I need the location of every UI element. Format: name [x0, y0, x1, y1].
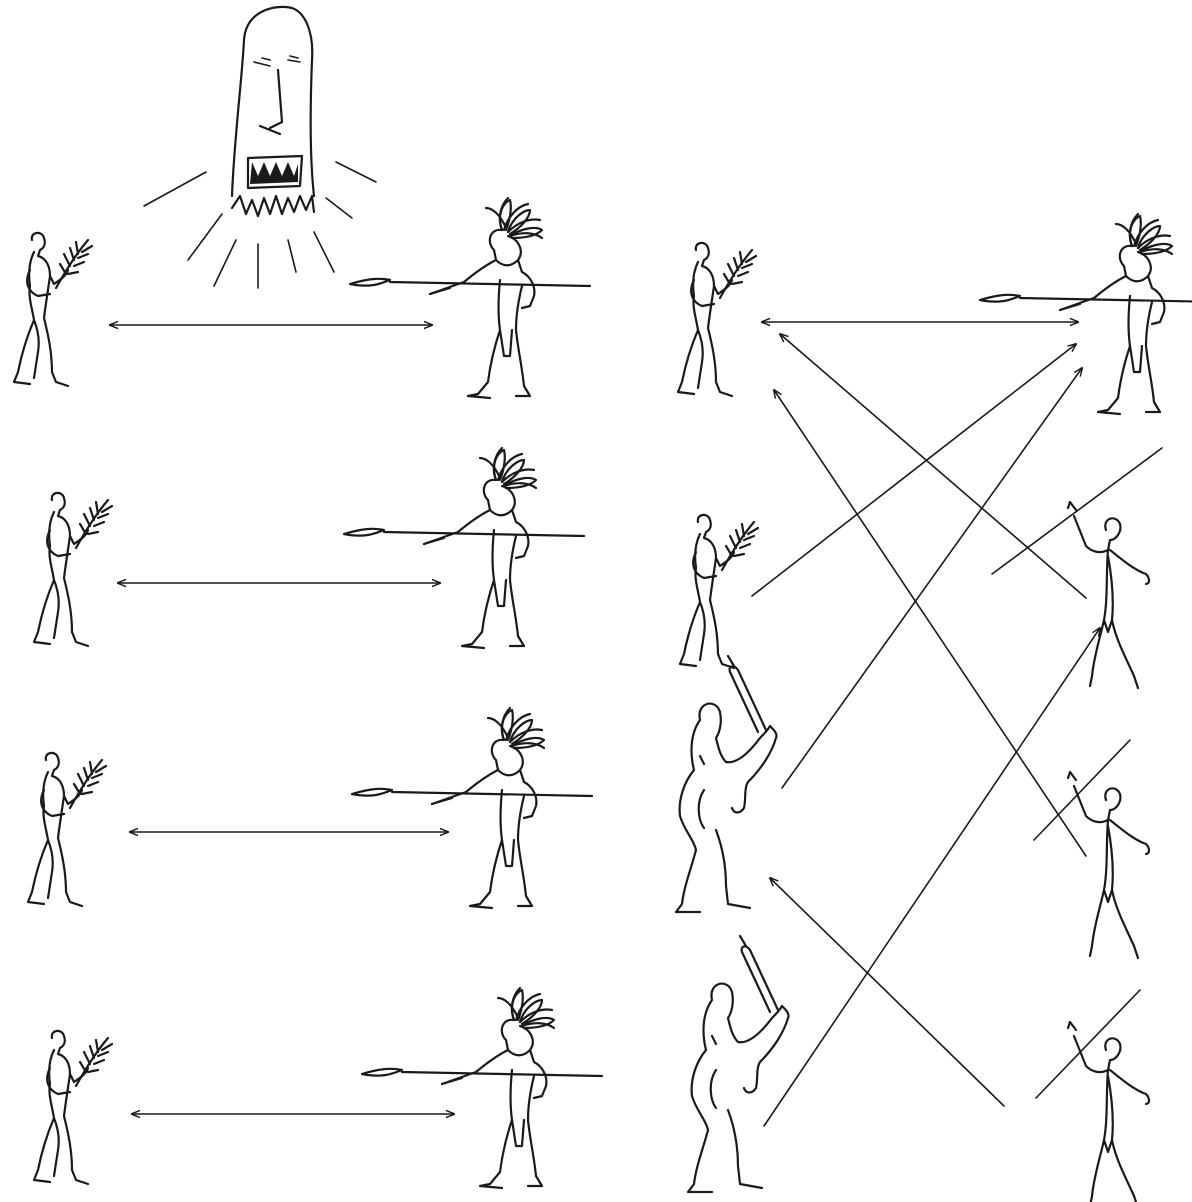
arrow: [764, 628, 1100, 1126]
spear-warrior-icon: [362, 988, 602, 1188]
arrow: [774, 390, 1086, 856]
pair-2: [34, 448, 584, 648]
spear-warrior-icon: [344, 448, 584, 648]
stone-idol-head-icon: [144, 7, 376, 288]
farmer-with-grain-icon: [14, 233, 92, 386]
woman-with-club-icon: [676, 656, 777, 912]
farmer-with-grain-icon: [34, 1031, 112, 1184]
spear-warrior-icon: [980, 214, 1192, 414]
spear-warrior-icon: [352, 708, 592, 908]
connection-arrows: [752, 322, 1100, 1126]
arrow: [752, 344, 1076, 596]
farmer-with-grain-icon: [28, 753, 106, 906]
spear-thrower-icon: [1068, 1022, 1149, 1202]
farmer-with-grain-icon: [680, 515, 758, 668]
pair-4: [34, 988, 602, 1188]
pair-3: [28, 708, 592, 908]
spear-warrior-icon: [350, 198, 590, 398]
farmer-with-grain-icon: [678, 243, 756, 396]
woman-with-club-icon: [688, 936, 789, 1192]
left-pairs: [14, 198, 602, 1188]
spear-thrower-icon: [1068, 502, 1149, 688]
pair-1: [14, 198, 590, 398]
right-network: [676, 214, 1192, 1202]
arrow: [770, 878, 1004, 1106]
arrow: [780, 334, 1086, 598]
spear-thrower-icon: [1068, 772, 1149, 958]
farmer-with-grain-icon: [34, 493, 112, 646]
arrow: [782, 368, 1082, 788]
